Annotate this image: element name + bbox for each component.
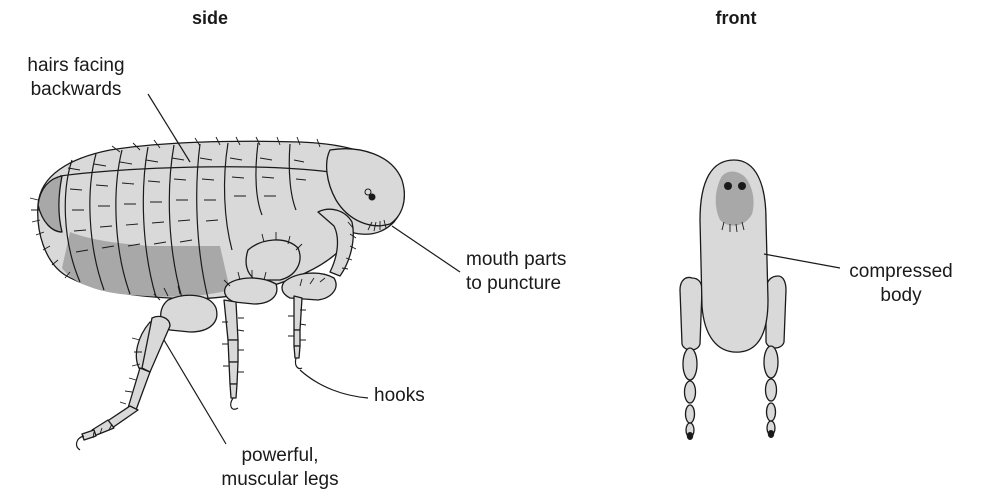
- side-view-heading: side: [180, 6, 240, 30]
- label-powerful-muscular-legs: powerful, muscular legs: [200, 444, 360, 492]
- label-compressed-body: compressed body: [842, 260, 960, 308]
- label-hairs-facing-backwards: hairs facing backwards: [6, 54, 146, 102]
- flea-side-view: [30, 137, 404, 450]
- front-view-heading: front: [696, 6, 776, 30]
- label-hooks: hooks: [374, 384, 425, 408]
- label-mouth-parts: mouth parts to puncture: [466, 248, 566, 296]
- flea-front-view: [680, 160, 786, 440]
